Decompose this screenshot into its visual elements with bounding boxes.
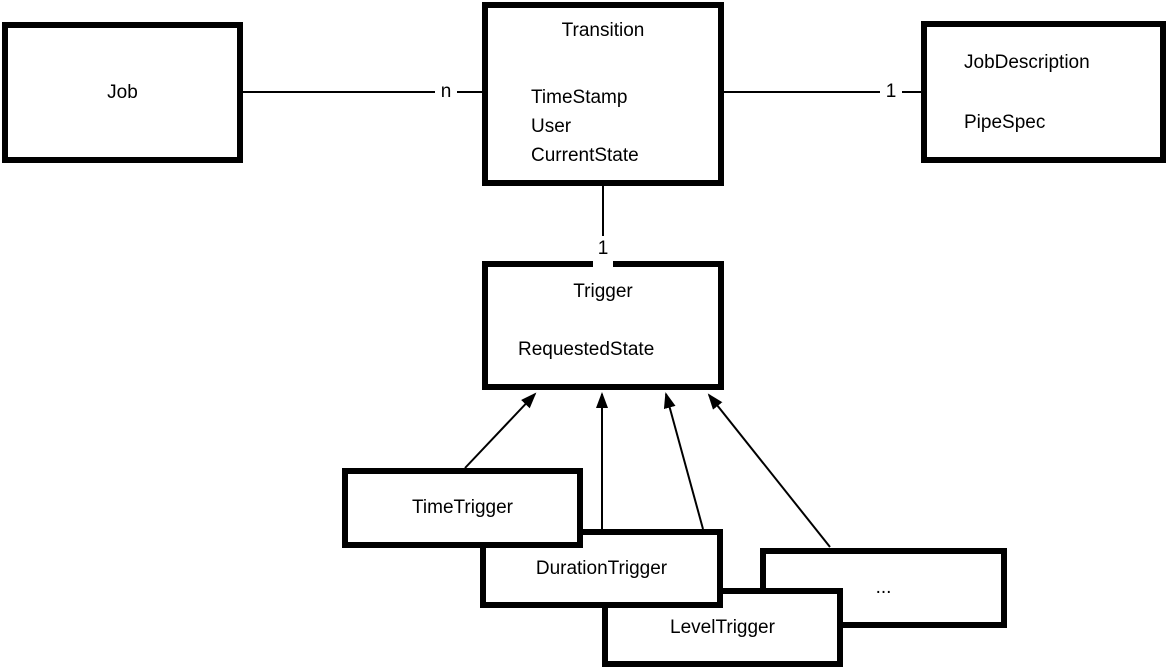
- class-name-job: Job: [107, 81, 138, 103]
- class-name-leveltrigger: LevelTrigger: [670, 616, 775, 638]
- class-name-transition: Transition: [561, 20, 645, 41]
- attribute-pipespec: PipeSpec: [964, 112, 1046, 133]
- multiplicity-transition-trigger: 1: [593, 236, 613, 267]
- attribute-currentstate: CurrentState: [531, 145, 639, 166]
- attribute-user: User: [531, 116, 572, 137]
- class-name-jobdescription: JobDescription: [964, 52, 1090, 73]
- class-name-timetrigger: TimeTrigger: [412, 497, 513, 518]
- multiplicity-transition-jobdescription: 1: [880, 79, 902, 105]
- generalization-arrow-more-triggers: [707, 393, 831, 548]
- class-box-trigger: Trigger RequestedState: [482, 261, 724, 390]
- generalization-arrow-timetrigger: [464, 392, 537, 469]
- attribute-timestamp: TimeStamp: [531, 87, 628, 108]
- attribute-requestedstate: RequestedState: [518, 339, 655, 360]
- class-box-transition: Transition TimeStamp User CurrentState: [482, 2, 724, 186]
- multiplicity-job-transition: n: [435, 79, 457, 105]
- class-box-durationtrigger: DurationTrigger: [480, 529, 723, 608]
- generalization-arrow-leveltrigger: [663, 392, 704, 530]
- class-box-jobdescription: JobDescription PipeSpec: [921, 21, 1166, 163]
- attribute-list-transition: TimeStamp User CurrentState: [488, 83, 718, 170]
- class-name-more-triggers: ...: [875, 577, 892, 598]
- class-box-job: Job: [2, 22, 243, 163]
- class-name-durationtrigger: DurationTrigger: [535, 557, 668, 579]
- class-box-timetrigger: TimeTrigger: [342, 468, 583, 548]
- class-name-trigger: Trigger: [573, 281, 633, 302]
